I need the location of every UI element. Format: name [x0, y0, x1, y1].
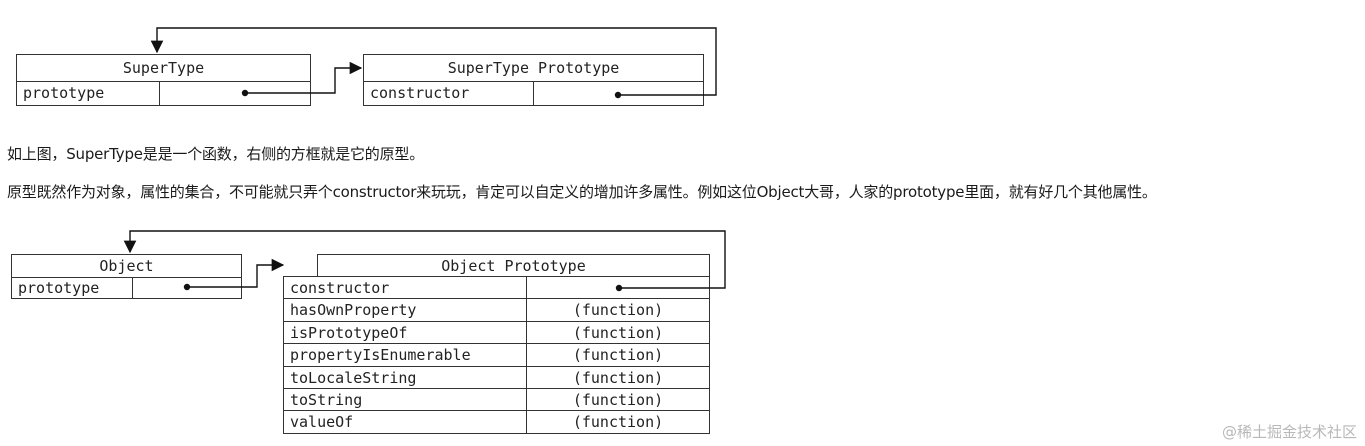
supertype-prototype-constructor-label: constructor [364, 82, 534, 106]
description-line-2: 原型既然作为对象，属性的集合，不可能就只弄个constructor来玩玩，肯定可… [7, 183, 1157, 201]
object-prototype-row-value: (function) [527, 344, 709, 367]
object-prototype-label: prototype [12, 278, 133, 298]
d1-constructor-arrow [150, 27, 717, 99]
d2-constructor-arrow [123, 230, 726, 292]
object-prototype-row-value [527, 277, 709, 299]
object-prototype-row-value: (function) [527, 367, 709, 389]
watermark: @稀土掘金技术社区 [1221, 423, 1357, 441]
object-prototype-row-name: isPrototypeOf [284, 322, 527, 344]
supertype-prototype-title: SuperType Prototype [364, 55, 703, 82]
object-prototype-row-name: toLocaleString [284, 367, 527, 389]
object-prototype-row-value: (function) [527, 299, 709, 322]
object-title: Object [12, 255, 241, 278]
object-prototype-row-name: constructor [284, 277, 527, 299]
d2-prototype-arrow [183, 258, 285, 291]
object-prototype-header: Object Prototype [317, 254, 710, 277]
description-line-1: 如上图，SuperType是是一个函数，右侧的方框就是它的原型。 [7, 145, 425, 163]
object-prototype-row-value: (function) [572, 413, 664, 431]
d1-prototype-arrow [241, 61, 363, 97]
object-prototype-row-name: valueOf [284, 411, 527, 434]
object-prototype-row-value: (function) [527, 322, 709, 344]
object-prototype-row-name: propertyIsEnumerable [284, 344, 527, 367]
object-prototype-row-value: (function) [527, 389, 709, 411]
supertype-prototype-label: prototype [17, 82, 160, 106]
object-prototype-title: Object Prototype [441, 257, 586, 275]
supertype-box: SuperType prototype [16, 54, 311, 106]
object-prototype-row-name: toString [284, 389, 527, 411]
supertype-prototype-box: SuperType Prototype constructor [363, 54, 704, 106]
supertype-title: SuperType [17, 55, 310, 82]
object-box: Object prototype [11, 254, 242, 299]
object-prototype-row-name: hasOwnProperty [284, 299, 527, 322]
